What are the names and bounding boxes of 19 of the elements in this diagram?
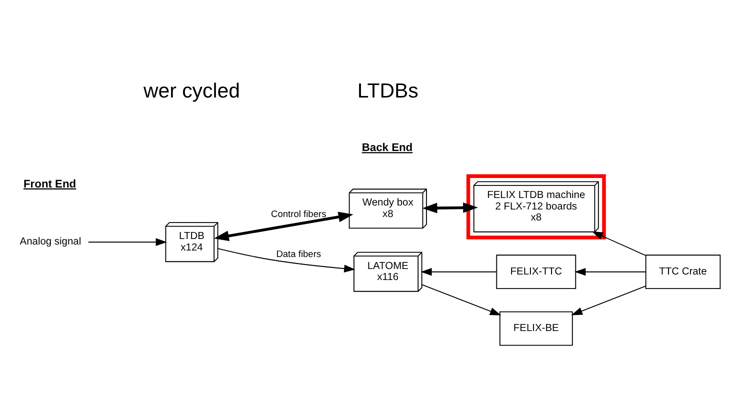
arrow: [592, 230, 646, 256]
node-box: FELIX-BE: [499, 310, 573, 346]
arrow: [422, 202, 478, 213]
arrow: [571, 285, 646, 315]
label: Front End: [24, 178, 76, 190]
edge-label: Control fibers: [271, 208, 326, 219]
node-text: Analog signal: [20, 236, 82, 248]
arrow: [218, 248, 356, 272]
arrow: [214, 211, 354, 241]
node-box: TTC Crate: [645, 254, 721, 289]
arrow: [88, 238, 167, 246]
arrow: [422, 284, 502, 315]
label: Back End: [362, 142, 413, 154]
label: wer cycled: [143, 79, 240, 102]
label: LTDBs: [357, 79, 418, 102]
node-box: FELIX-TTC: [496, 254, 576, 289]
edge-label: Data fibers: [276, 248, 322, 258]
arrow: [420, 267, 497, 276]
arrow: [574, 267, 646, 276]
